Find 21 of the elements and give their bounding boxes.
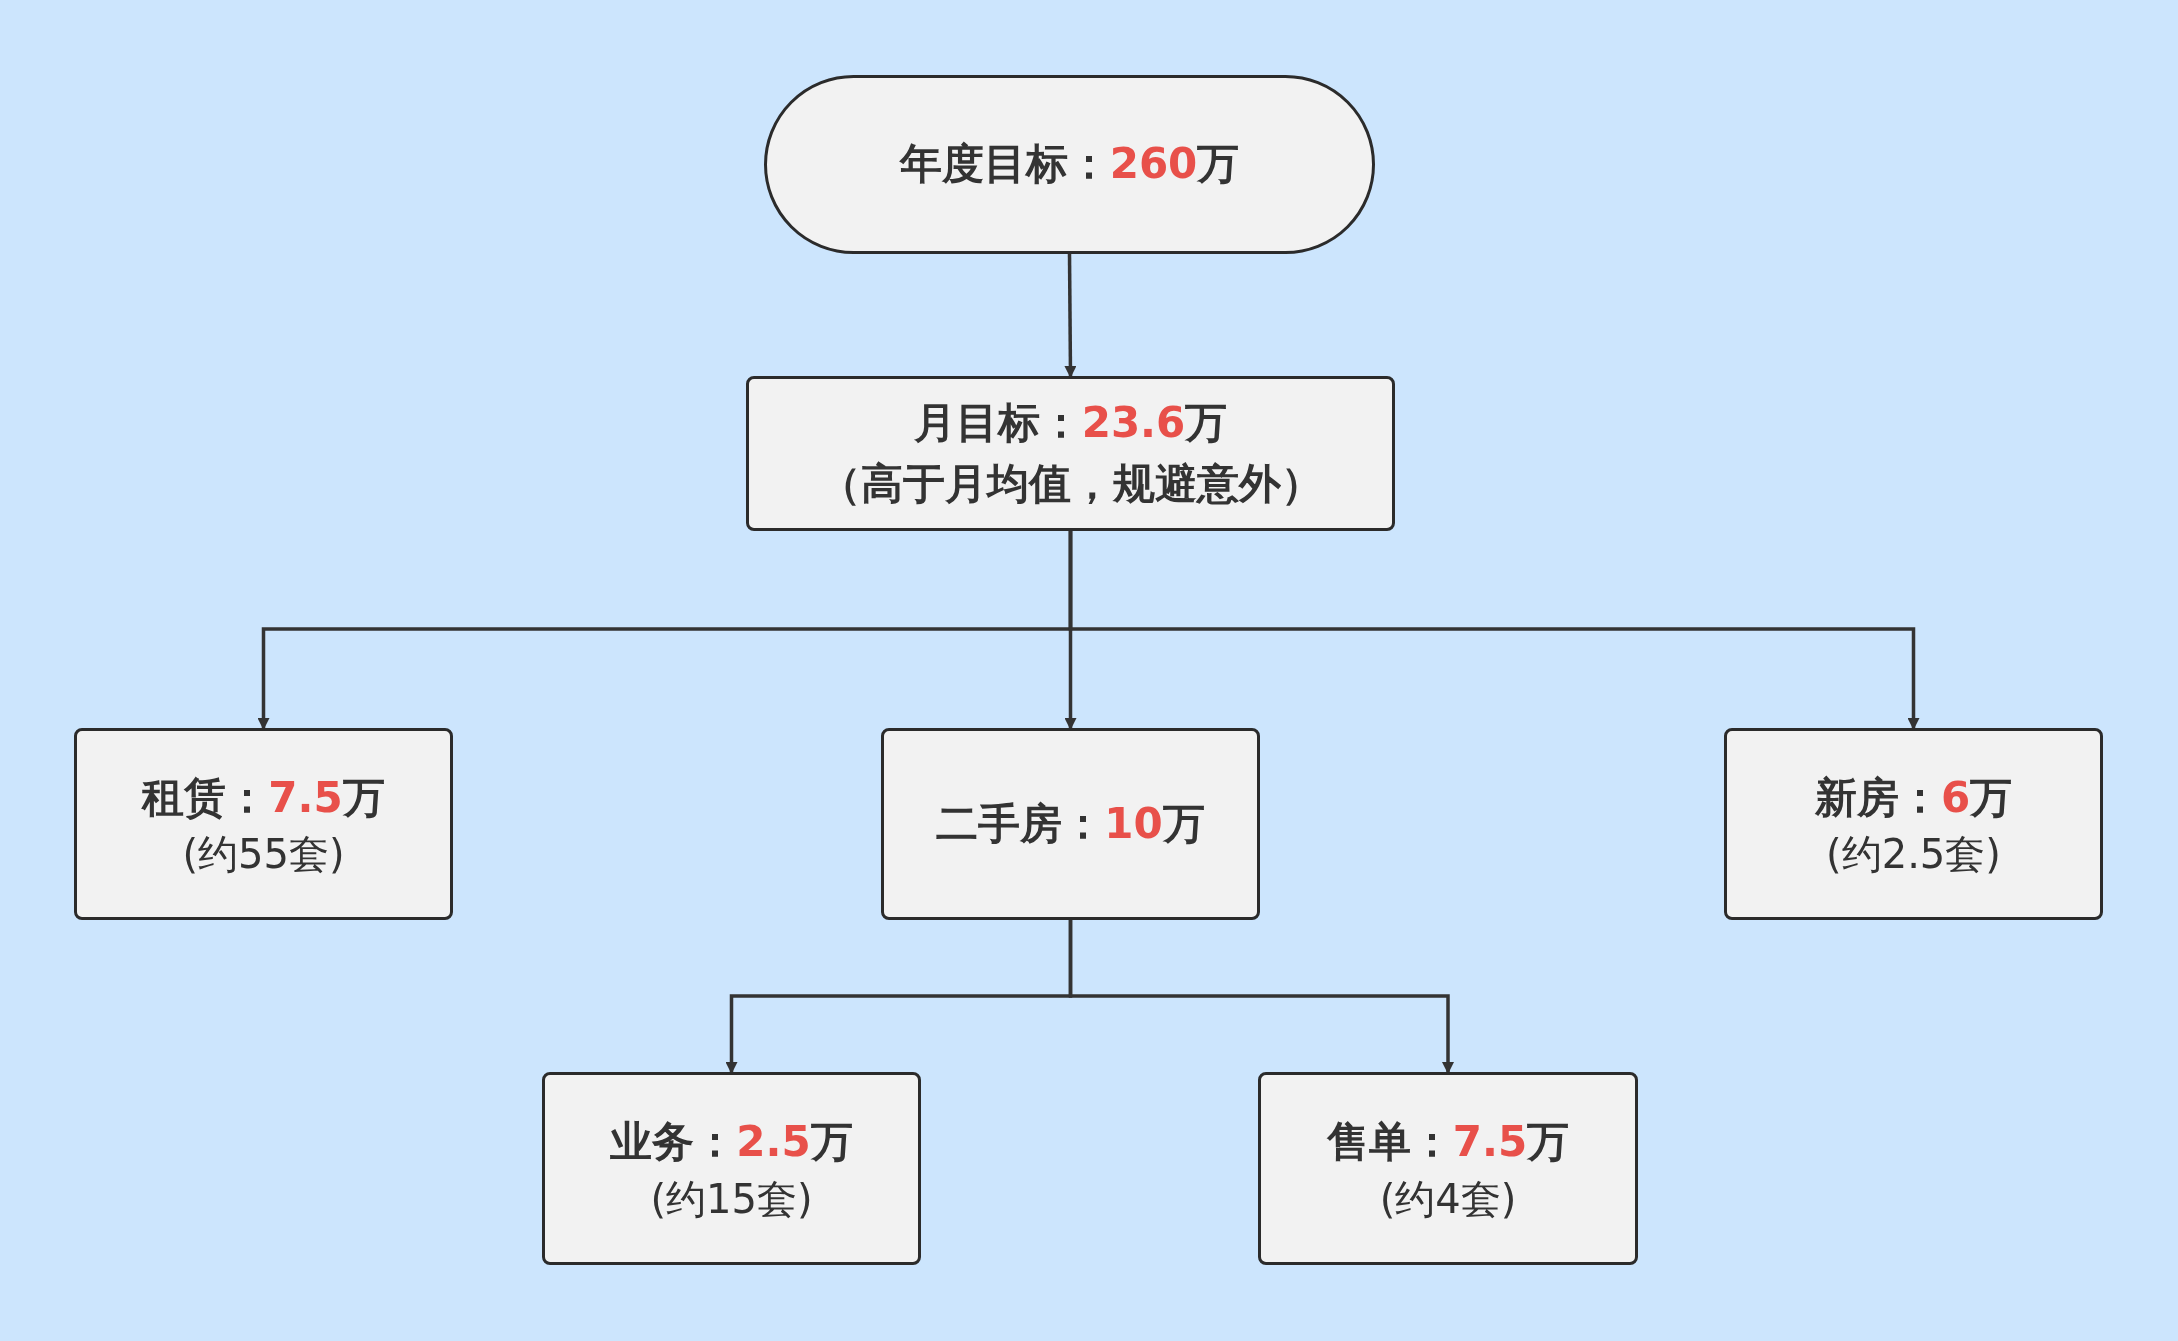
node-title: 售单：7.5万 bbox=[1326, 1116, 1570, 1169]
node-subtitle: （高于月均值，规避意外） bbox=[818, 457, 1323, 510]
arrow bbox=[1068, 531, 1920, 730]
process-box bbox=[746, 376, 1395, 531]
node-subtitle: (约4套) bbox=[1379, 1174, 1517, 1224]
process-box bbox=[542, 1072, 921, 1265]
node-subtitle: (约55套) bbox=[182, 830, 345, 880]
arrow bbox=[1064, 254, 1077, 378]
process-box bbox=[1258, 1072, 1638, 1265]
process-box bbox=[881, 728, 1260, 920]
node-title: 年度目标：260万 bbox=[899, 138, 1240, 191]
node-title: 租赁：7.5万 bbox=[142, 771, 385, 824]
node-title: 月目标：23.6万 bbox=[913, 396, 1228, 449]
node-title: 二手房：10万 bbox=[936, 797, 1205, 850]
process-box bbox=[74, 728, 453, 920]
node-subtitle: (约15套) bbox=[650, 1174, 813, 1224]
arrow bbox=[1068, 920, 1454, 1074]
node-subtitle: (约2.5套) bbox=[1826, 830, 2001, 880]
node-title: 新房：6万 bbox=[1814, 771, 2013, 824]
process-box bbox=[1724, 728, 2103, 920]
node-title: 业务：2.5万 bbox=[610, 1116, 853, 1169]
